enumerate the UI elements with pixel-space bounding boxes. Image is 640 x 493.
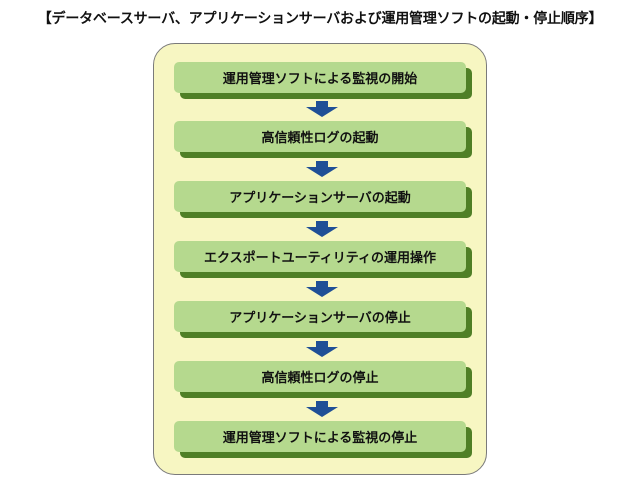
- step-label-2: 高信頼性ログの起動: [174, 121, 466, 152]
- down-arrow-icon: [306, 221, 338, 237]
- flow-step-5: アプリケーションサーバの停止: [174, 301, 472, 338]
- down-arrow-icon: [306, 101, 338, 117]
- flow-step-2: 高信頼性ログの起動: [174, 121, 472, 158]
- step-label-7: 運用管理ソフトによる監視の停止: [174, 421, 466, 452]
- step-label-4: エクスポートユーティリティの運用操作: [174, 241, 466, 272]
- flow-step-7: 運用管理ソフトによる監視の停止: [174, 421, 472, 458]
- diagram-title: 【データベースサーバ、アプリケーションサーバおよび運用管理ソフトの起動・停止順序…: [37, 11, 603, 27]
- step-label-1: 運用管理ソフトによる監視の開始: [174, 62, 466, 93]
- flow-step-3: アプリケーションサーバの起動: [174, 181, 472, 218]
- flow-step-6: 高信頼性ログの停止: [174, 361, 472, 398]
- down-arrow-icon: [306, 161, 338, 177]
- down-arrow-icon: [306, 401, 338, 417]
- flow-step-1: 運用管理ソフトによる監視の開始: [174, 62, 472, 99]
- step-label-5: アプリケーションサーバの停止: [174, 301, 466, 332]
- flow-step-4: エクスポートユーティリティの運用操作: [174, 241, 472, 278]
- step-label-3: アプリケーションサーバの起動: [174, 181, 466, 212]
- down-arrow-icon: [306, 281, 338, 297]
- down-arrow-icon: [306, 341, 338, 357]
- step-label-6: 高信頼性ログの停止: [174, 361, 466, 392]
